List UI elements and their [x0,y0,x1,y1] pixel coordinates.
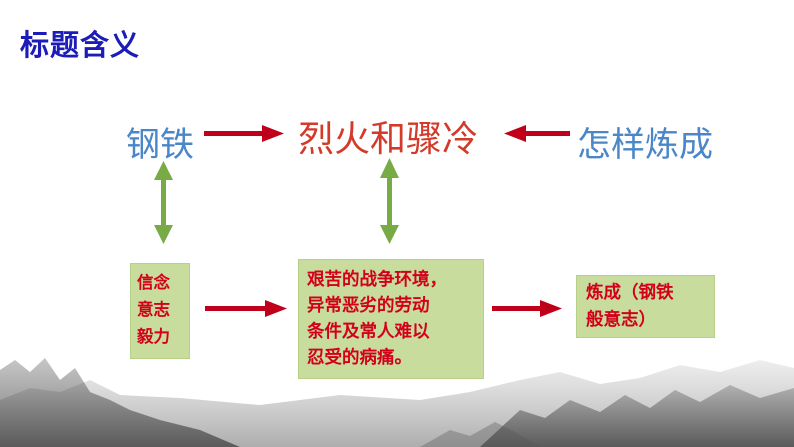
box-forged-will-text: 炼成（钢铁 般意志） [586,283,674,330]
double-arrow-fire-hardships [380,158,399,244]
node-how-forged: 怎样炼成 [577,125,713,165]
double-arrow-steel-will [154,161,173,244]
slide-title: 标题含义 [20,28,141,62]
arrow-steel-to-fire [204,125,284,142]
box-hardships: 艰苦的战争环境， 异常恶劣的劳动 条件及常人难以 忍受的病痛。 [298,259,484,379]
box-will-text: 信念 意志 毅力 [137,273,170,346]
box-forged-will: 炼成（钢铁 般意志） [576,275,715,338]
node-steel: 钢铁 [126,125,194,165]
box-hardships-text: 艰苦的战争环境， 异常恶劣的劳动 条件及常人难以 忍受的病痛。 [307,270,447,368]
arrow-will-to-hardships [205,300,287,317]
node-fire-and-cold: 烈火和骤冷 [298,119,479,160]
arrow-hardships-to-forged [492,300,562,317]
box-will: 信念 意志 毅力 [130,263,190,359]
arrow-forged-to-fire [504,125,570,142]
